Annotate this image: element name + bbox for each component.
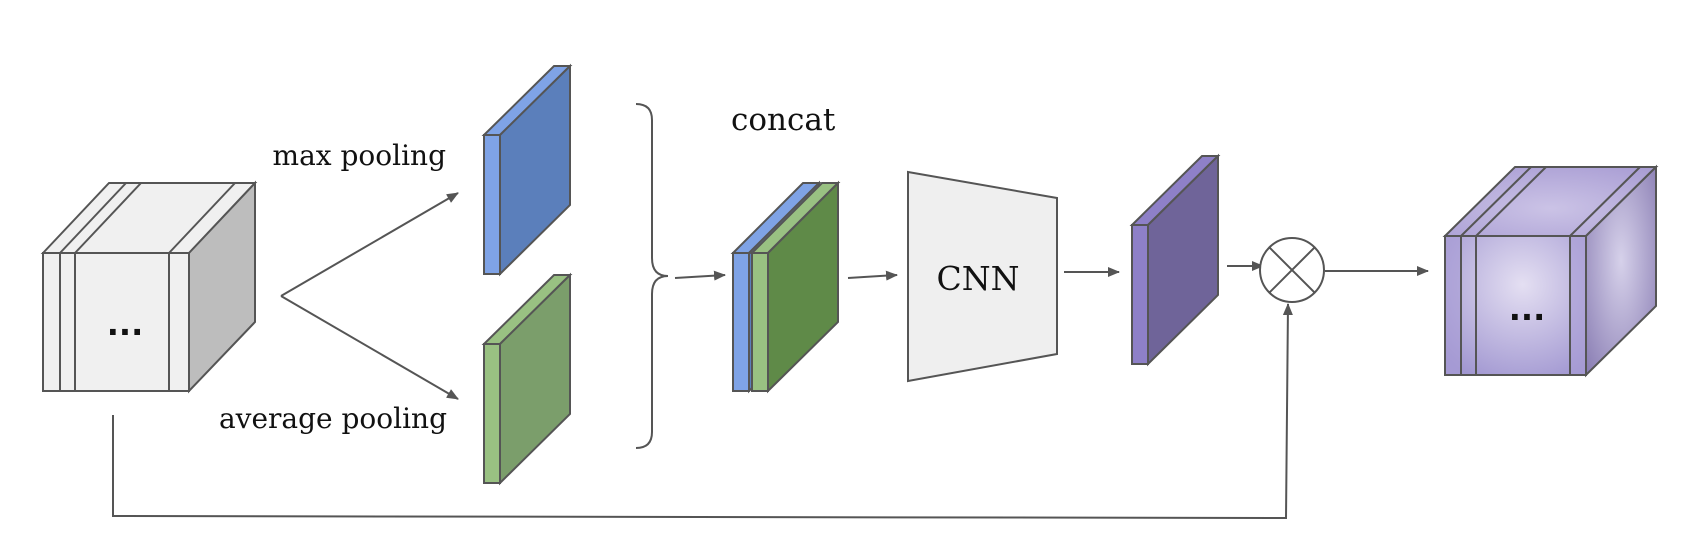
attention-map xyxy=(1129,153,1221,367)
input-ellipsis: ... xyxy=(107,305,143,343)
concatenated-map xyxy=(730,180,841,394)
cnn-label: CNN xyxy=(937,259,1020,298)
average-pooling-label: average pooling xyxy=(219,402,447,435)
concat-brace xyxy=(635,103,669,449)
arrow-to-cnn xyxy=(847,270,898,281)
output-feature-cube: ... xyxy=(1442,164,1659,378)
average-pooling-map xyxy=(481,272,573,486)
circled-times-icon xyxy=(1259,237,1325,303)
concat-label: concat xyxy=(731,102,836,138)
output-cube-front xyxy=(1444,235,1587,376)
input-feature-cube: ... xyxy=(40,180,258,394)
arrow-to-max-pooling xyxy=(280,192,459,297)
avg-pool-front xyxy=(483,343,501,484)
concat-blue-front xyxy=(732,252,750,392)
input-cube-front xyxy=(42,252,190,392)
cnn-block: CNN xyxy=(907,170,1058,383)
skip-connection xyxy=(112,303,1293,520)
arrow-to-concat xyxy=(674,270,726,281)
arrow-to-average-pooling xyxy=(280,295,459,400)
output-ellipsis: ... xyxy=(1509,290,1545,328)
max-pooling-map xyxy=(481,63,573,277)
max-pool-front xyxy=(483,134,501,275)
max-pooling-label: max pooling xyxy=(273,139,447,172)
cnn-trapezoid xyxy=(907,170,1058,383)
attention-front xyxy=(1131,224,1149,365)
concat-green-front xyxy=(751,252,769,392)
